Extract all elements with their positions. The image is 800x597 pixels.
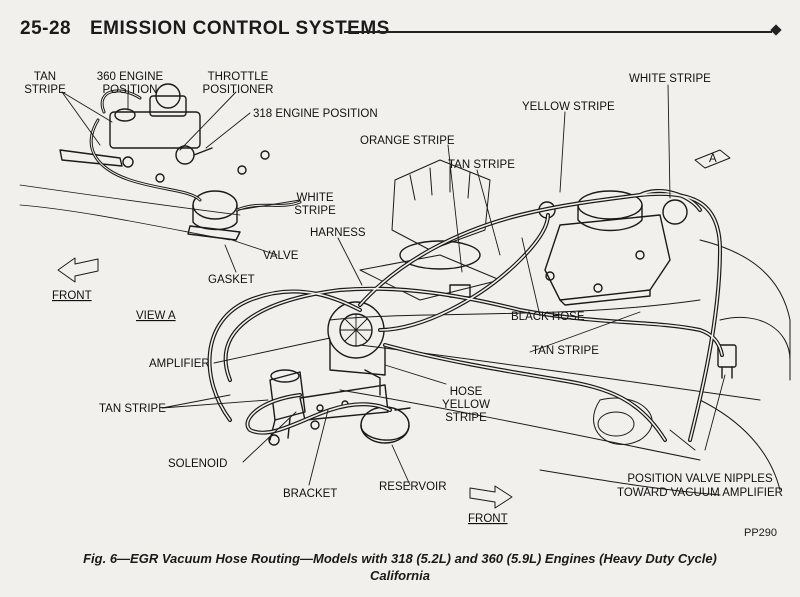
label-front-bottom: FRONT xyxy=(468,513,508,525)
label-orange-stripe: ORANGE STRIPE xyxy=(360,135,455,147)
page-number: 25-28 xyxy=(20,18,72,39)
label-view-a: VIEW A xyxy=(136,310,176,322)
label-white-stripe-view: WHITE xyxy=(296,192,333,204)
label-tan-stripe-left: TAN STRIPE xyxy=(99,403,166,415)
label-yellow-stripe-top: YELLOW STRIPE xyxy=(522,101,615,113)
caption-line-1: Fig. 6—EGR Vacuum Hose Routing—Models wi… xyxy=(83,551,717,566)
label-hose: HOSE xyxy=(450,386,483,398)
label-valve: VALVE xyxy=(263,250,299,262)
label-gasket: GASKET xyxy=(208,274,255,286)
leader-lines xyxy=(61,84,726,486)
label-view-marker: A xyxy=(709,153,717,165)
caption-line-2: California xyxy=(370,568,430,583)
label-360-engine: 360 ENGINE xyxy=(97,71,164,83)
vacuum-amplifier xyxy=(327,301,386,396)
label-solenoid: SOLENOID xyxy=(168,458,227,470)
egr-hose-diagram: TAN STRIPE 360 ENGINE POSITION THROTTLE … xyxy=(19,71,791,525)
label-white-stripe-right: WHITE STRIPE xyxy=(629,73,711,85)
distributor xyxy=(391,159,491,270)
label-position-valve: POSITION VALVE NIPPLES xyxy=(627,473,773,485)
label-hose-yellow: YELLOW xyxy=(442,399,490,411)
label-positioner: POSITIONER xyxy=(203,84,274,96)
label-tan-stripe-top-2: STRIPE xyxy=(24,84,66,96)
header-rule xyxy=(344,31,772,33)
label-tan-stripe-top: TAN xyxy=(34,71,56,83)
callout-labels: TAN STRIPE 360 ENGINE POSITION THROTTLE … xyxy=(24,71,783,525)
label-white-stripe-view-2: STRIPE xyxy=(294,205,336,217)
view-a-marker-icon xyxy=(694,149,731,169)
front-arrow-left-icon xyxy=(57,257,99,283)
position-valve xyxy=(717,344,737,379)
figure-caption: Fig. 6—EGR Vacuum Hose Routing—Models wi… xyxy=(10,550,790,584)
figure-id: PP290 xyxy=(744,527,778,539)
bracket-solenoid xyxy=(268,369,389,446)
label-harness: HARNESS xyxy=(310,227,366,239)
label-360-position: POSITION xyxy=(103,84,158,96)
label-reservoir: RESERVOIR xyxy=(379,481,447,493)
label-toward-amplifier: TOWARD VACUUM AMPLIFIER xyxy=(617,487,783,499)
section-title: EMISSION CONTROL SYSTEMS xyxy=(90,18,390,39)
label-black-hose: BLACK HOSE xyxy=(511,311,585,323)
label-throttle: THROTTLE xyxy=(208,71,269,83)
view-a-inset xyxy=(19,83,302,241)
label-tan-stripe-mid: TAN STRIPE xyxy=(448,159,515,171)
label-hose-stripe: STRIPE xyxy=(445,412,487,424)
vacuum-hoses-inner xyxy=(208,190,723,441)
front-arrow-bottom-icon xyxy=(469,485,513,509)
label-tan-stripe-right: TAN STRIPE xyxy=(532,345,599,357)
label-amplifier: AMPLIFIER xyxy=(149,358,210,370)
label-bracket: BRACKET xyxy=(283,488,337,500)
label-front-left: FRONT xyxy=(52,290,92,302)
label-318-engine-position: 318 ENGINE POSITION xyxy=(253,108,378,120)
